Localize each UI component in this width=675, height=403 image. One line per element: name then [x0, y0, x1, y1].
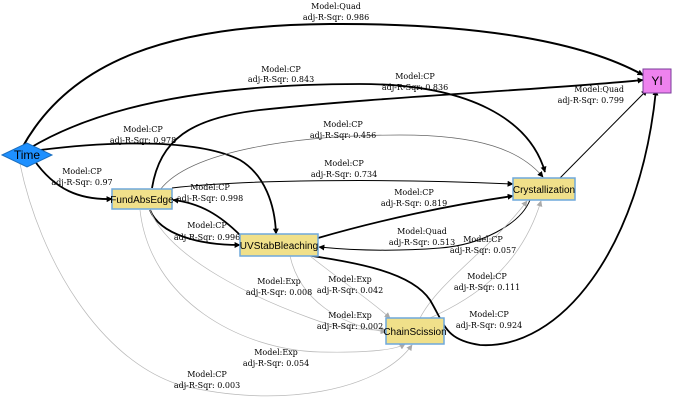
- node-label: Time: [14, 148, 41, 162]
- edge-fundabsedge-uvstabbleaching: [149, 209, 241, 248]
- edge-fit: adj-R-Sqr: 0.111: [454, 283, 520, 292]
- edge-model: Model:CP: [469, 310, 509, 319]
- edge-fit: adj-R-Sqr: 0.97: [51, 178, 112, 187]
- edge-label-chainscission-crystallization-111: Model:CP adj-R-Sqr: 0.111: [454, 272, 520, 292]
- edge-model: Model:CP: [467, 272, 507, 281]
- edge-fit: adj-R-Sqr: 0.998: [177, 194, 243, 203]
- edge-model: Model:Quad: [311, 2, 361, 11]
- edge-fit: adj-R-Sqr: 0.003: [174, 381, 240, 390]
- edge-label-uvstabbleaching-chainscission-042: Model:Exp adj-R-Sqr: 0.042: [317, 275, 383, 295]
- node-yi[interactable]: YI: [642, 68, 672, 94]
- edge-model: Model:CP: [395, 72, 435, 81]
- edge-label-fundabsedge-chainscission-008: Model:Exp adj-R-Sqr: 0.008: [246, 277, 312, 297]
- edge-label-time-chainscission-003: Model:CP adj-R-Sqr: 0.003: [174, 370, 240, 390]
- edge-label-time-uvstabbleaching: Model:CP adj-R-Sqr: 0.978: [110, 125, 176, 145]
- edge-fit: adj-R-Sqr: 0.986: [303, 13, 369, 22]
- edge-model: Model:Exp: [254, 348, 298, 357]
- node-label: YI: [651, 74, 662, 88]
- edge-fit: adj-R-Sqr: 0.996: [174, 233, 240, 242]
- edge-model: Model:Quad: [397, 227, 447, 236]
- edge-model: Model:CP: [394, 188, 434, 197]
- edge-model: Model:Exp: [257, 277, 301, 286]
- edge-fit: adj-R-Sqr: 0.008: [246, 288, 312, 297]
- node-chainscission[interactable]: ChainScission: [383, 317, 447, 345]
- edge-time-crystallization: [29, 83, 547, 173]
- edge-label-uvstabbleaching-yi: Model:CP adj-R-Sqr: 0.924: [456, 310, 522, 330]
- edge-label-time-crystallization: Model:CP adj-R-Sqr: 0.843: [248, 65, 314, 84]
- edge-uvstabbleaching-crystallization: [317, 193, 514, 239]
- edge-label-crystallization-yi: Model:Quad adj-R-Sqr: 0.799: [558, 85, 624, 105]
- edge-model: Model:CP: [187, 370, 227, 379]
- edge-fit: adj-R-Sqr: 0.799: [558, 96, 624, 105]
- edge-label-time-fundabsedge: Model:CP adj-R-Sqr: 0.97: [51, 167, 112, 187]
- edge-label-time-yi: Model:Quad adj-R-Sqr: 0.986: [303, 2, 369, 22]
- edge-crystallization-yi: [559, 89, 648, 179]
- edge-fit: adj-R-Sqr: 0.836: [382, 83, 448, 92]
- edge-label-fundabsedge-crystallization-456: Model:CP adj-R-Sqr: 0.456: [310, 120, 376, 140]
- node-fundabsedge[interactable]: FundAbsEdge: [110, 188, 174, 210]
- edge-fit: adj-R-Sqr: 0.978: [110, 136, 176, 145]
- edge-label-fundabsedge-yi: Model:CP adj-R-Sqr: 0.836: [382, 72, 448, 92]
- node-label: UVStabBleaching: [240, 241, 318, 252]
- node-time[interactable]: Time: [0, 142, 54, 168]
- edge-model: Model:CP: [261, 65, 301, 74]
- edge-label-fundabsedge-uvstabbleaching: Model:CP adj-R-Sqr: 0.996: [174, 221, 240, 242]
- edge-model: Model:CP: [62, 167, 102, 176]
- node-crystallization[interactable]: Crystallization: [512, 177, 576, 201]
- edge-time-chainscission-003: [19, 163, 413, 397]
- edge-label-crystallization-uvstabbleaching: Model:Quad adj-R-Sqr: 0.513: [389, 227, 455, 247]
- edge-label-uvstabbleaching-fundabsedge: Model:CP adj-R-Sqr: 0.998: [177, 183, 243, 203]
- node-uvstabbleaching[interactable]: UVStabBleaching: [239, 233, 319, 257]
- edge-uvstabbleaching-fundabsedge: [172, 197, 242, 237]
- edge-chainscission-crystallization-057: [419, 200, 528, 319]
- edge-model: Model:CP: [187, 221, 227, 230]
- edge-fit: adj-R-Sqr: 0.843: [248, 75, 314, 84]
- edge-time-fundabsedge: [33, 159, 113, 203]
- edge-label-fundabsedge-chainscission-054: Model:Exp adj-R-Sqr: 0.054: [243, 348, 309, 368]
- edge-label-fundabsedge-crystallization-734: Model:CP adj-R-Sqr: 0.734: [311, 159, 377, 179]
- edge-fit: adj-R-Sqr: 0.456: [310, 131, 376, 140]
- edge-fundabsedge-crystallization-456: [159, 134, 544, 191]
- edge-chainscission-crystallization-111: [429, 200, 543, 319]
- edge-model: Model:CP: [323, 120, 363, 129]
- node-label: FundAbsEdge: [110, 195, 174, 206]
- edge-crystallization-uvstabbleaching: [318, 199, 531, 251]
- edge-label-chainscission-crystallization-057: Model:CP adj-R-Sqr: 0.057: [450, 235, 516, 255]
- edge-model: Model:CP: [190, 183, 230, 192]
- edge-model: Model:CP: [324, 159, 364, 168]
- node-label: Crystallization: [513, 185, 575, 196]
- edge-uvstabbleaching-chainscission-002: [289, 255, 387, 335]
- edge-fit: adj-R-Sqr: 0.819: [381, 199, 447, 208]
- edge-model: Model:Exp: [328, 275, 372, 284]
- edge-model: Model:Quad: [574, 85, 624, 94]
- edge-uvstabbleaching-chainscission-042: [309, 255, 391, 319]
- edge-fundabsedge-yi: [151, 77, 644, 189]
- edge-model: Model:Exp: [328, 311, 372, 320]
- edge-fundabsedge-chainscission-008: [149, 209, 387, 333]
- edge-time-yi: [21, 22, 644, 149]
- edge-fundabsedge-chainscission-054: [139, 209, 406, 353]
- edge-fit: adj-R-Sqr: 0.042: [317, 286, 383, 295]
- edge-time-uvstabbleaching: [39, 142, 279, 235]
- edge-fit: adj-R-Sqr: 0.054: [243, 359, 309, 368]
- edge-fit: adj-R-Sqr: 0.734: [311, 170, 377, 179]
- edge-fit: adj-R-Sqr: 0.002: [317, 322, 383, 331]
- edge-fundabsedge-crystallization-734: [171, 180, 514, 189]
- edge-uvstabbleaching-yi: [299, 89, 659, 346]
- edge-model: Model:CP: [463, 235, 503, 244]
- edge-model: Model:CP: [123, 125, 163, 134]
- edge-fit: adj-R-Sqr: 0.057: [450, 246, 516, 255]
- edge-label-uvstabbleaching-crystallization: Model:CP adj-R-Sqr: 0.819: [381, 188, 447, 208]
- edge-fit: adj-R-Sqr: 0.924: [456, 321, 522, 330]
- node-label: ChainScission: [383, 327, 446, 338]
- edge-fit: adj-R-Sqr: 0.513: [389, 238, 455, 247]
- edge-label-uvstabbleaching-chainscission-002: Model:Exp adj-R-Sqr: 0.002: [317, 311, 383, 331]
